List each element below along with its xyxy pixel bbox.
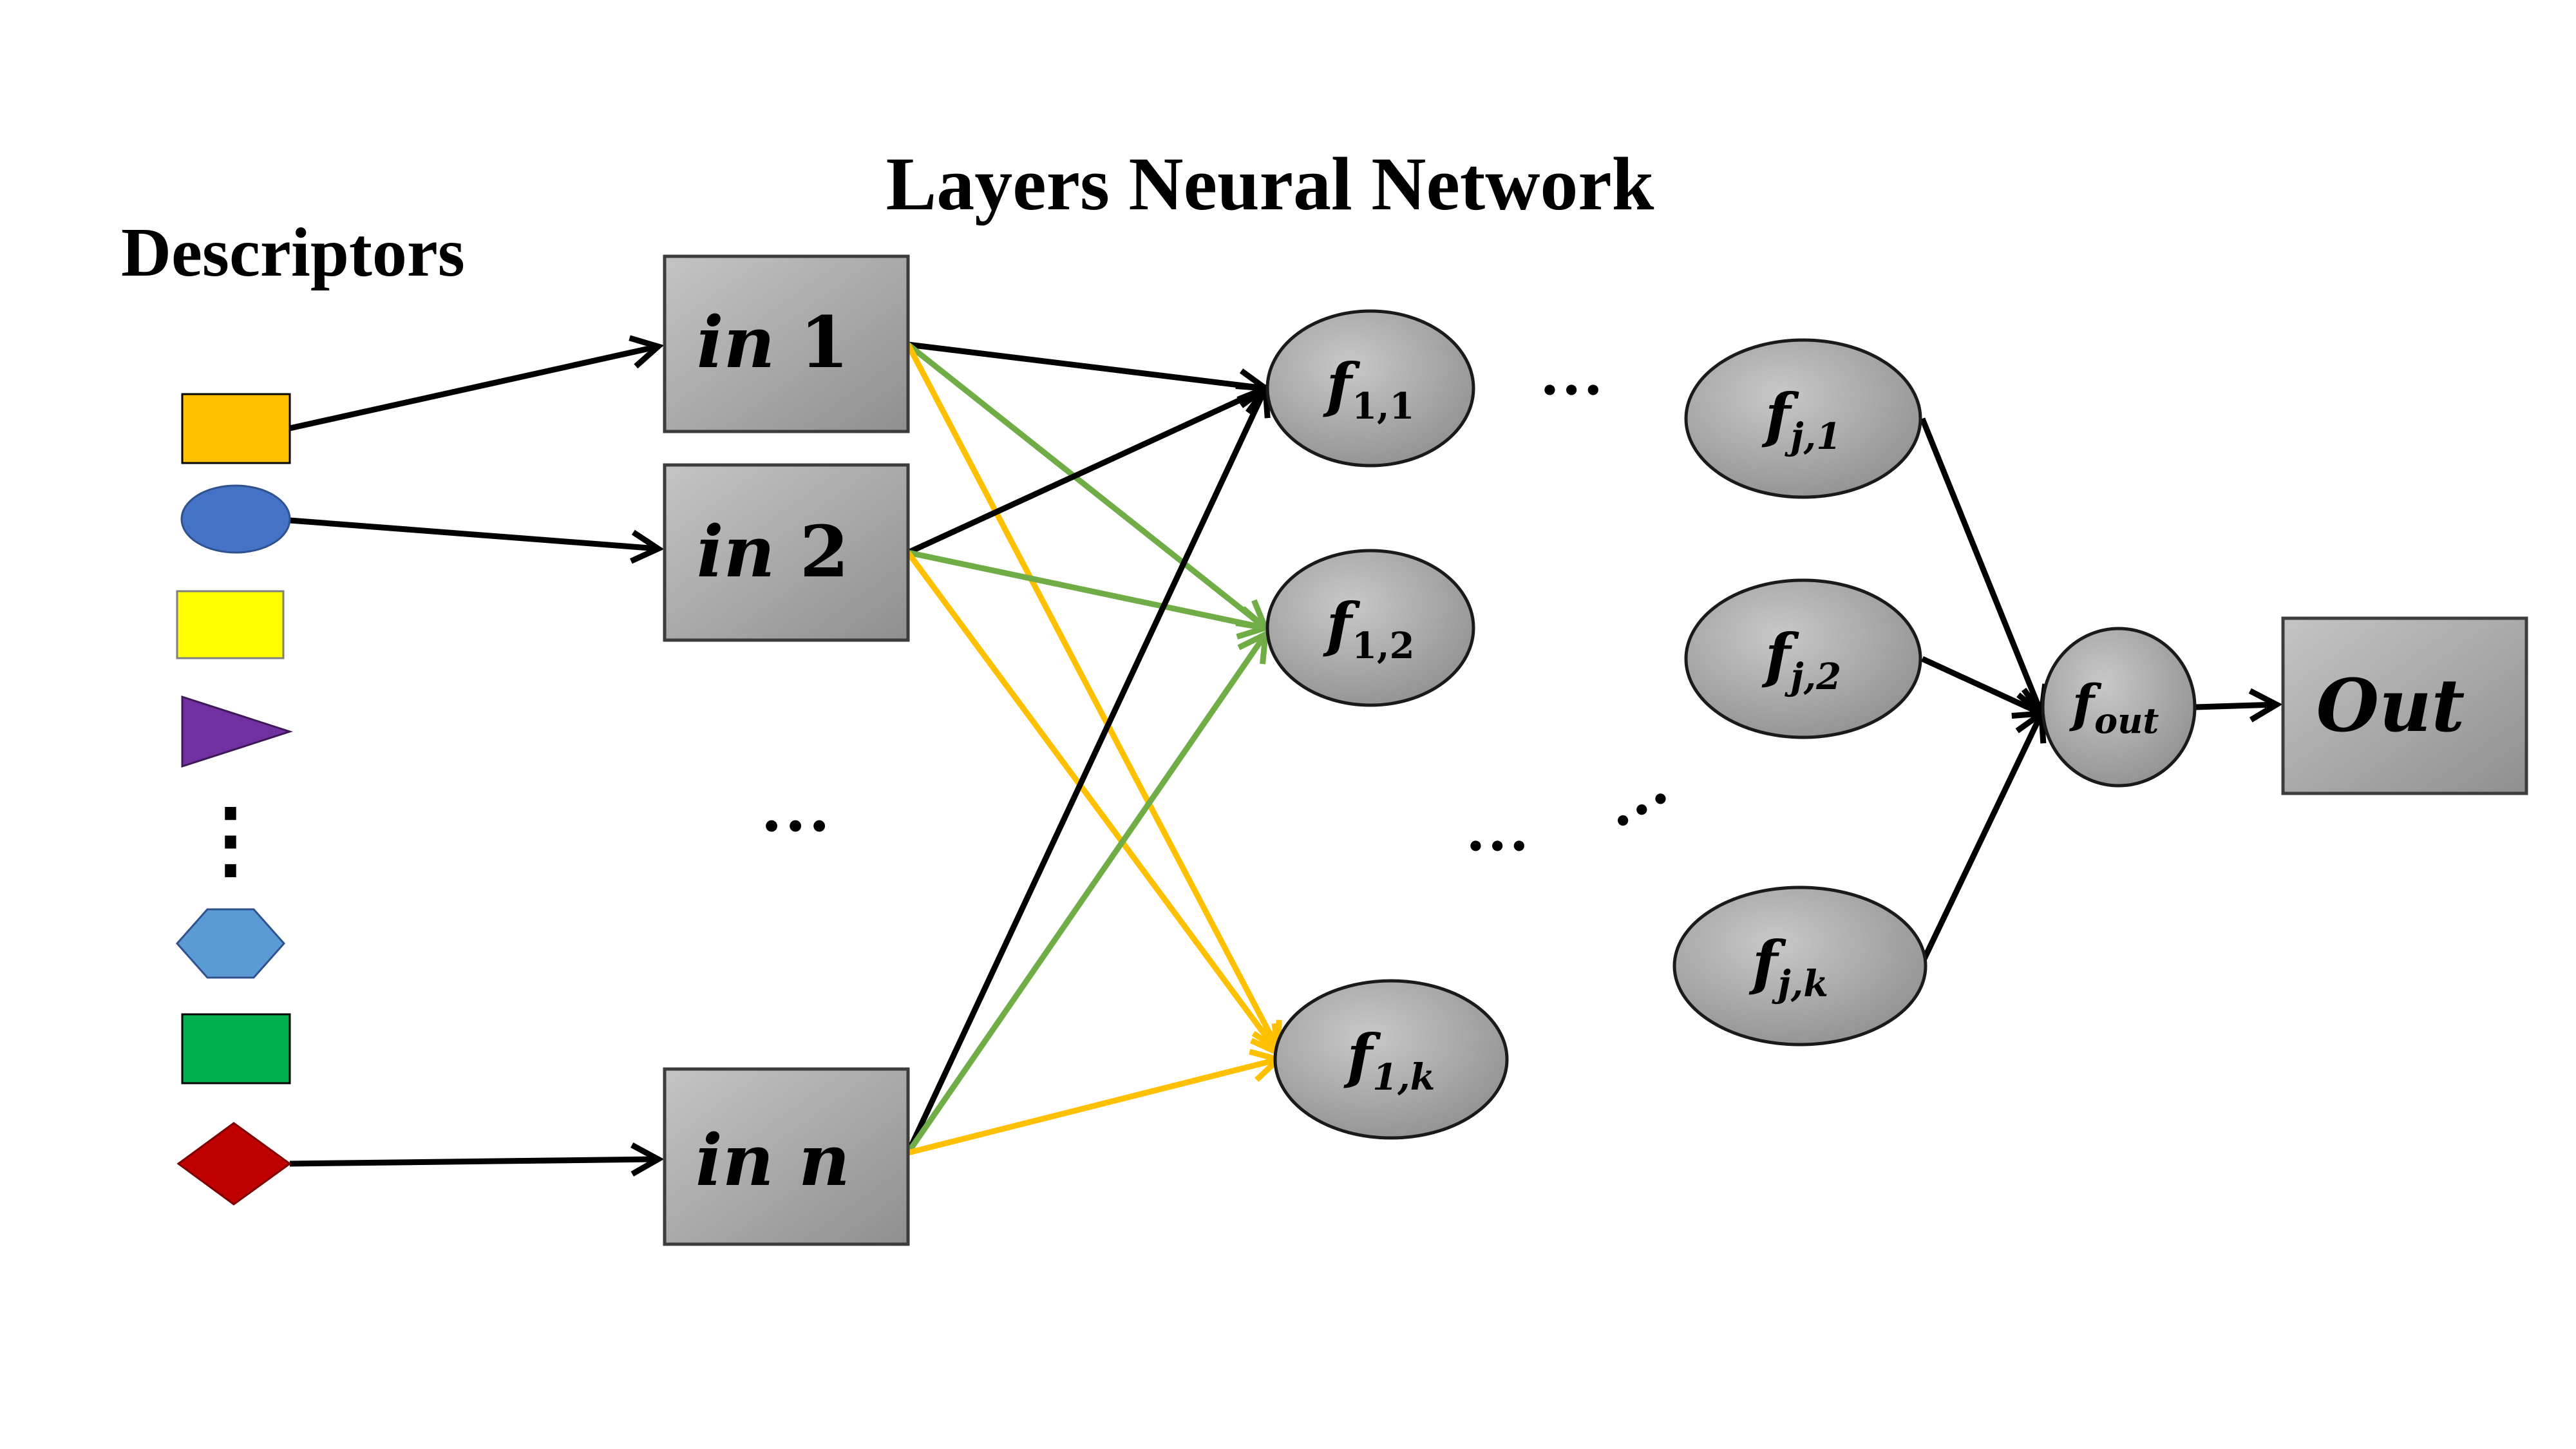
descriptor-blue-hexagon [175, 908, 286, 979]
hidden-layer-j: fj,1 fj,2 fj,k [1672, 338, 1927, 1046]
input-box-2: in 2 [663, 463, 910, 642]
edge-fout-out [2195, 705, 2277, 707]
input-2-label: in 2 [697, 510, 849, 593]
edge-fj2-fout [1921, 656, 2041, 714]
edge-inn-f1k [907, 1059, 1278, 1156]
output-layer: fout Out [2041, 616, 2528, 795]
edge-in2-f11 [907, 388, 1265, 556]
edge-descriptor2-in2 [289, 517, 658, 549]
edge-in1-f11 [907, 341, 1265, 388]
input-box-1: in 1 [663, 254, 910, 433]
edge-fjk-fout [1919, 714, 2041, 964]
diagram-title: Layers Neural Network [886, 142, 1654, 226]
descriptor-orange-rectangle [181, 393, 291, 464]
layer-ellipsis-diagonal: … [1587, 748, 1679, 842]
output-edges [1919, 417, 2277, 964]
input-layer: in 1 in 2 … in n [663, 254, 910, 1246]
descriptor-purple-triangle [181, 695, 293, 768]
edge-in1-f1k [905, 343, 1278, 1050]
node-f-j-k: fj,k [1672, 886, 1927, 1046]
input-box-n: in n [663, 1067, 910, 1246]
descriptor-red-diamond [176, 1122, 292, 1206]
node-f-out: fout [2041, 627, 2197, 788]
output-box-label: Out [2316, 664, 2465, 748]
node-f-1-2: f1,2 [1265, 549, 1475, 707]
input-1-label: in 1 [697, 301, 849, 384]
edge-fj1-fout [1919, 417, 2041, 714]
input-layer-edges [905, 341, 1278, 1156]
descriptor-blue-ellipse [180, 484, 291, 554]
layer-ellipsis-middle: … [1465, 793, 1530, 864]
node-f-1-1-label: f1,1 [1322, 350, 1414, 428]
hidden-layer-ellipses: … … … [1465, 337, 1679, 864]
output-box: Out [2281, 616, 2528, 795]
edge-in2-f1k [905, 551, 1278, 1053]
descriptors-label: Descriptors [121, 214, 465, 291]
descriptor-yellow-rectangle [176, 590, 285, 659]
hidden-layer-1: f1,1 f1,2 f1,k [1265, 309, 1509, 1140]
node-f-1-k-label: f1,k [1343, 1021, 1435, 1099]
edge-descriptor1-in1 [289, 346, 658, 431]
node-f-1-2-label: f1,2 [1322, 590, 1414, 667]
descriptor-vertical-ellipsis: ⋮ [189, 794, 272, 887]
node-f-1-k: f1,k [1273, 979, 1509, 1140]
descriptor-green-rectangle [181, 1013, 291, 1084]
input-n-label: in n [696, 1119, 850, 1202]
node-f-j-2: fj,2 [1684, 578, 1922, 739]
descriptor-shapes: ⋮ [175, 393, 293, 1206]
node-f-1-1: f1,1 [1265, 309, 1475, 468]
input-ellipsis: … [760, 768, 831, 846]
descriptor-edges [289, 346, 658, 1164]
edge-inn-f12 [905, 634, 1265, 1155]
edge-inn-f11 [905, 388, 1265, 1154]
edge-in1-f12 [906, 342, 1265, 628]
edge-descriptor7-inn [289, 1159, 658, 1164]
edge-in2-f12 [907, 549, 1265, 628]
node-f-j-1: fj,1 [1684, 338, 1922, 499]
layer-ellipsis-top: … [1539, 337, 1604, 408]
